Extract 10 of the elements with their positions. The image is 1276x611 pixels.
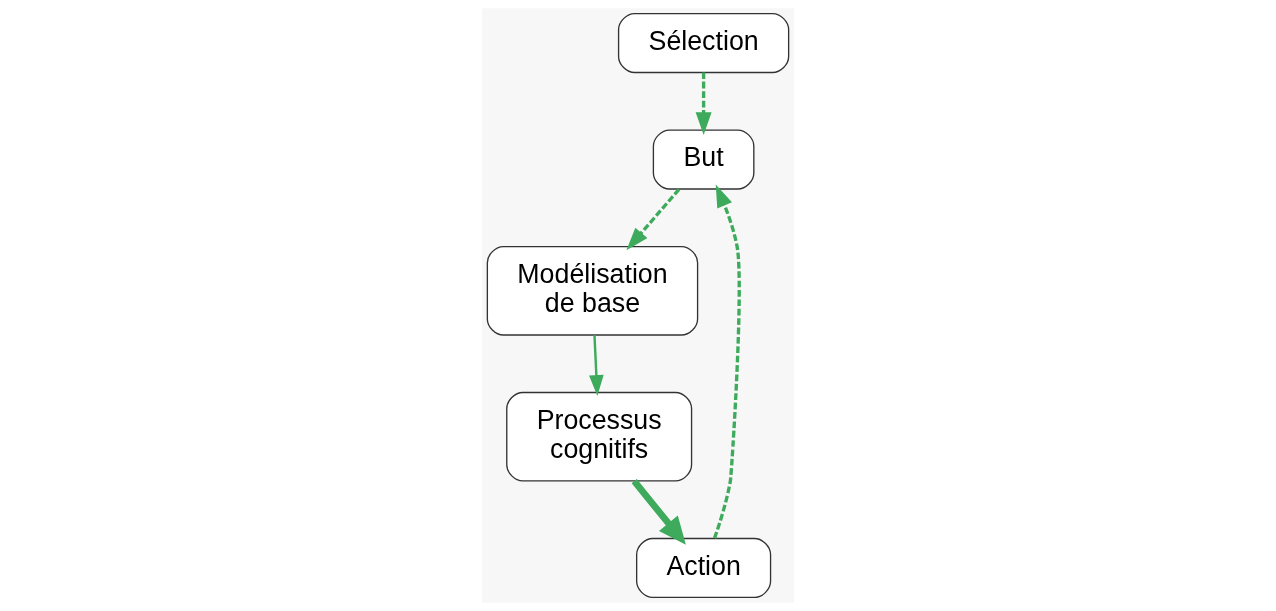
- arrow: [631, 479, 686, 545]
- arrow: [589, 335, 604, 397]
- node-box: Processus cognitifs: [506, 391, 693, 482]
- node-box: Modélisation de base: [486, 245, 699, 336]
- node-box: Sélection: [617, 12, 790, 74]
- arrow: [695, 72, 712, 136]
- node-box: But: [652, 129, 755, 190]
- arrow: [626, 188, 681, 251]
- arrow: [712, 184, 741, 539]
- node-box: Action: [636, 537, 772, 599]
